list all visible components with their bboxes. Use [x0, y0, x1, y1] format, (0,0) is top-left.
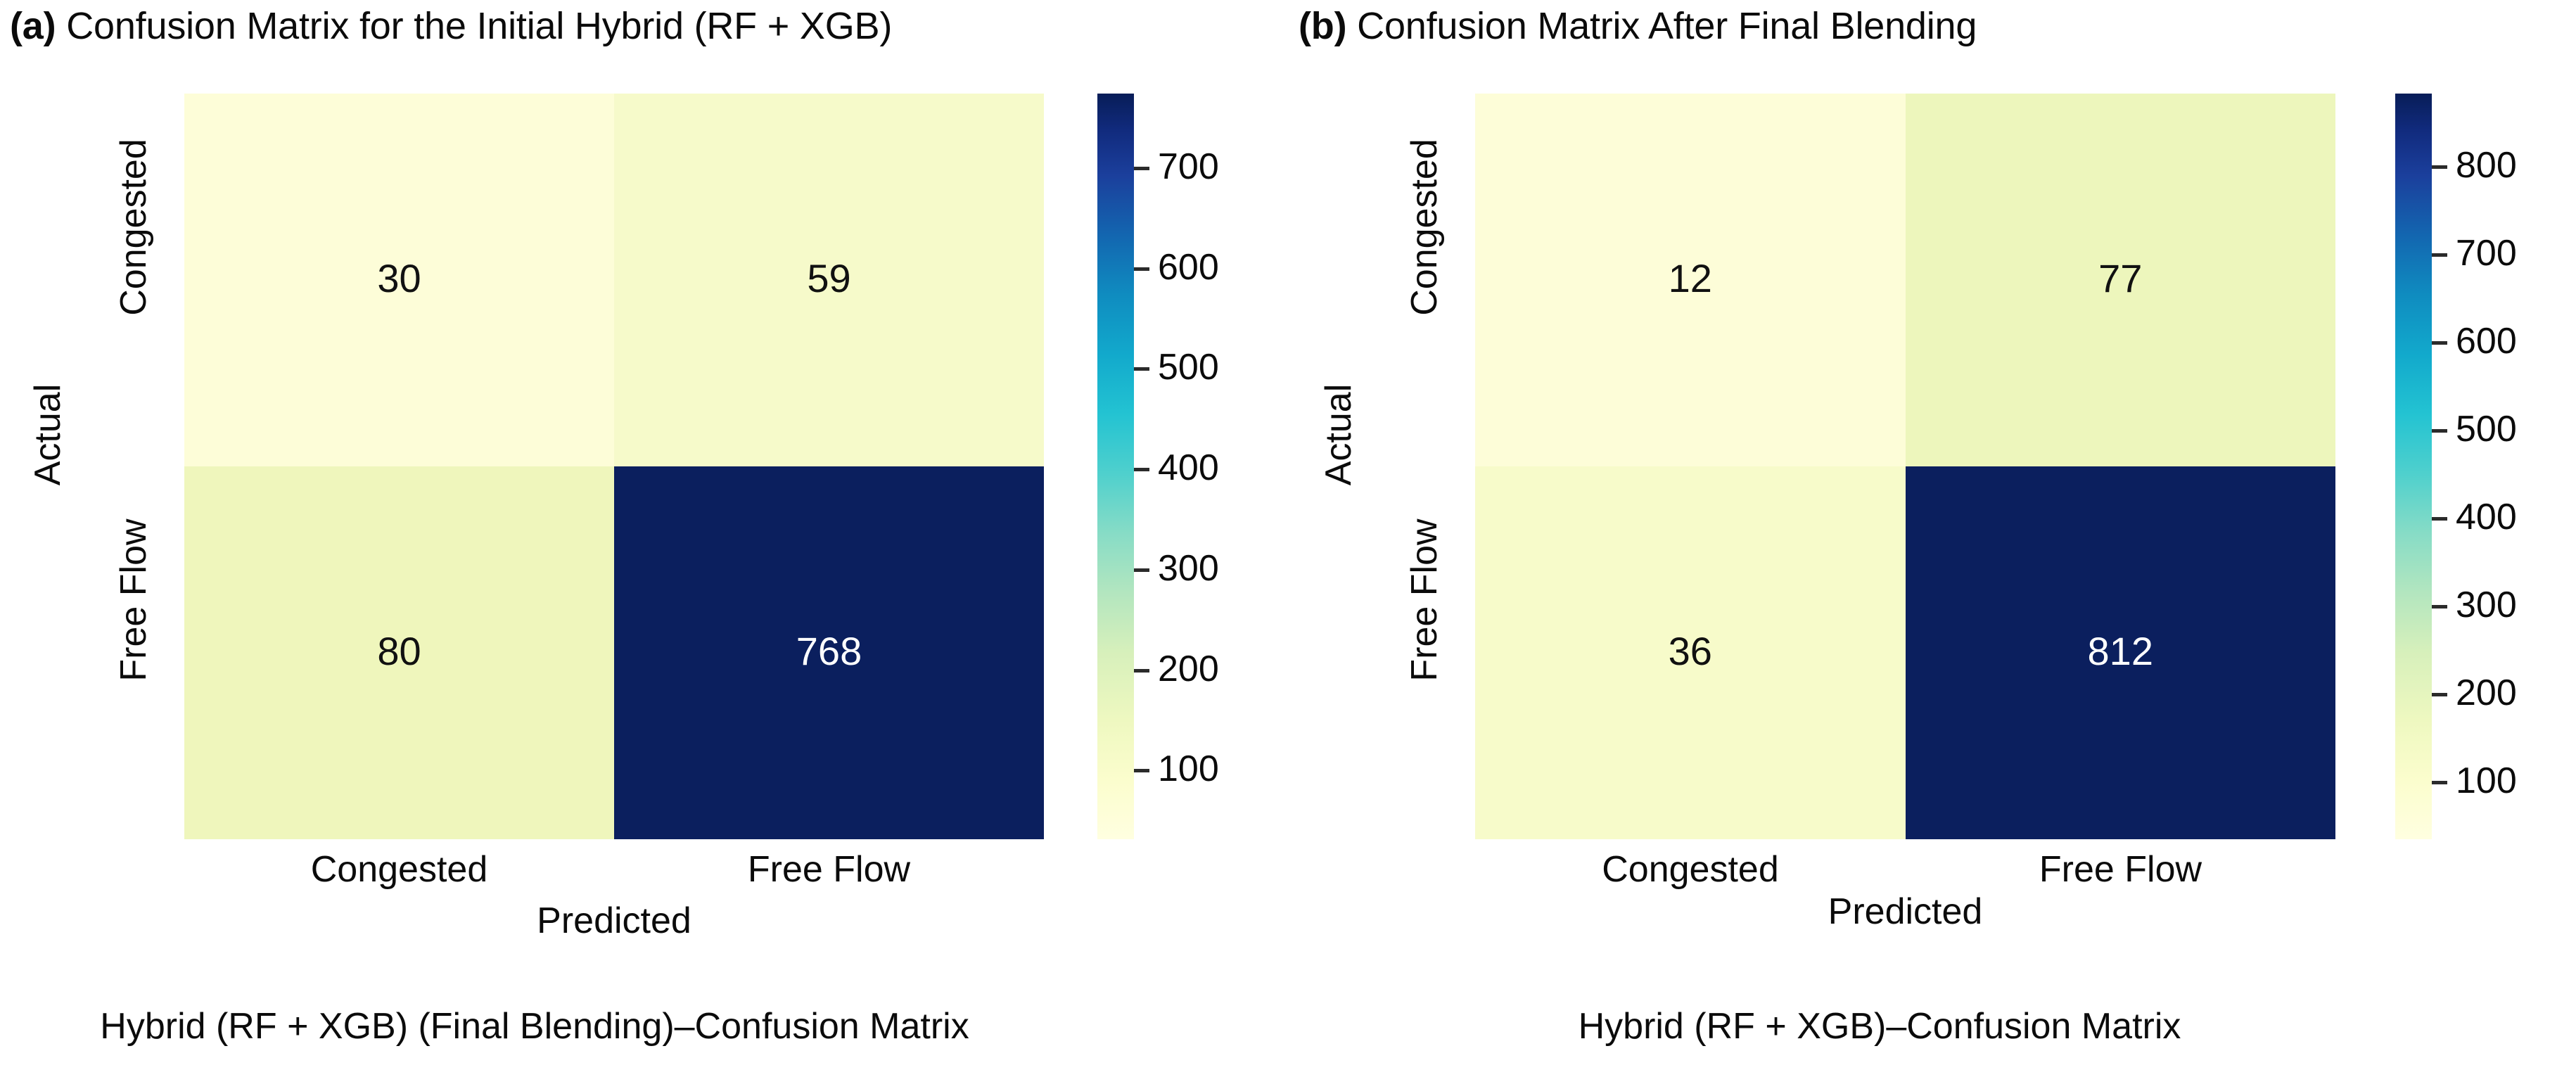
panel-b-colorbar-tick-7 [2432, 165, 2447, 169]
panel-a-colorbar-tick-0 [1134, 769, 1149, 772]
panel-a-ytick-congested: Congested [113, 139, 154, 316]
panel-a-colorbar-tick-4 [1134, 367, 1149, 371]
panel-b-colorbar-label-4: 500 [2456, 409, 2517, 450]
panel-b-colorbar-tick-4 [2432, 429, 2447, 433]
panel-a-colorbar-tick-6 [1134, 167, 1149, 170]
panel-b-y-axis-label: Actual [1318, 383, 1359, 486]
panel-a-cell-1-1-value: 768 [796, 629, 862, 673]
panel-a-colorbar-label-0: 100 [1158, 748, 1219, 789]
panel-a-colorbar-label-6: 700 [1158, 146, 1219, 187]
panel-a-colorbar-label-4: 500 [1158, 347, 1219, 388]
panel-a-colorbar-tick-1 [1134, 669, 1149, 673]
panel-b-colorbar-tick-5 [2432, 341, 2447, 345]
panel-b-colorbar-label-5: 600 [2456, 321, 2517, 362]
panel-b-cell-0-0: 12 [1475, 94, 1906, 466]
panel-b-colorbar-label-2: 300 [2456, 585, 2517, 625]
panel-b-colorbar-label-0: 100 [2456, 760, 2517, 801]
panel-a-xtick-free-flow: Free Flow [747, 849, 911, 890]
panel-a-colorbar-gradient [1097, 94, 1134, 839]
panel-b-cell-0-1: 77 [1905, 94, 2335, 466]
panel-a-colorbar-label-5: 600 [1158, 247, 1219, 288]
panel-b-colorbar-label-1: 200 [2456, 673, 2517, 713]
panel-b-heatmap: 12 77 36 812 [1475, 94, 2335, 839]
panel-b-colorbar-tick-0 [2432, 781, 2447, 784]
panel-a-cell-1-1: 768 [614, 466, 1044, 839]
panel-b-colorbar-tick-1 [2432, 693, 2447, 696]
panel-b-x-axis-label: Predicted [1828, 891, 1983, 932]
panel-b: (b) Confusion Matrix After Final Blendin… [1289, 0, 2576, 1077]
panel-a-colorbar-tick-5 [1134, 267, 1149, 271]
panel-a-tag: (a) [10, 5, 56, 47]
panel-a-cell-0-0-value: 30 [377, 256, 421, 300]
panel-a-colorbar-tick-2 [1134, 568, 1149, 572]
panel-a-y-axis-label: Actual [27, 383, 68, 486]
panel-b-title: (b) Confusion Matrix After Final Blendin… [1299, 4, 1977, 48]
panel-a-cell-0-0: 30 [184, 94, 614, 466]
panel-a-colorbar-label-3: 400 [1158, 447, 1219, 488]
panel-a: (a) Confusion Matrix for the Initial Hyb… [0, 0, 1287, 1077]
panel-b-cell-0-1-value: 77 [2098, 256, 2143, 300]
panel-b-tag: (b) [1299, 5, 1347, 47]
panel-a-colorbar-label-2: 300 [1158, 548, 1219, 589]
panel-b-title-text: Confusion Matrix After Final Blending [1357, 5, 1977, 47]
panel-b-xtick-congested: Congested [1602, 849, 1779, 890]
panel-a-title: (a) Confusion Matrix for the Initial Hyb… [10, 4, 892, 48]
panel-b-colorbar-tick-6 [2432, 253, 2447, 257]
panel-b-cell-1-0: 36 [1475, 466, 1906, 839]
panel-a-cell-1-0: 80 [184, 466, 614, 839]
panel-a-colorbar-tick-3 [1134, 468, 1149, 471]
panel-b-colorbar-label-3: 400 [2456, 497, 2517, 537]
panel-b-caption: Hybrid (RF + XGB)–Confusion Matrix [1578, 1006, 2181, 1047]
panel-a-ytick-free-flow: Free Flow [113, 518, 154, 682]
panel-a-caption: Hybrid (RF + XGB) (Final Blending)–Confu… [100, 1006, 969, 1047]
panel-a-xtick-congested: Congested [310, 849, 488, 890]
panel-b-cell-1-0-value: 36 [1668, 629, 1712, 673]
panel-b-colorbar-label-7: 800 [2456, 145, 2517, 186]
panel-a-cell-0-1-value: 59 [807, 256, 851, 300]
panel-b-colorbar-tick-3 [2432, 517, 2447, 521]
panel-b-colorbar-tick-2 [2432, 605, 2447, 608]
panel-b-cell-1-1-value: 812 [2087, 629, 2153, 673]
panel-a-cell-0-1: 59 [614, 94, 1044, 466]
panel-b-colorbar-gradient [2395, 94, 2432, 839]
panel-a-x-axis-label: Predicted [537, 900, 691, 941]
panel-b-cell-0-0-value: 12 [1668, 256, 1712, 300]
panel-a-colorbar-label-1: 200 [1158, 649, 1219, 689]
panel-b-xtick-free-flow: Free Flow [2039, 849, 2202, 890]
panel-a-title-text: Confusion Matrix for the Initial Hybrid … [66, 5, 893, 47]
panel-b-ytick-congested: Congested [1404, 139, 1445, 316]
panel-a-cell-1-0-value: 80 [377, 629, 421, 673]
panel-b-ytick-free-flow: Free Flow [1404, 518, 1445, 682]
panel-b-colorbar-label-6: 700 [2456, 233, 2517, 274]
panel-a-heatmap: 30 59 80 768 [184, 94, 1044, 839]
panel-b-cell-1-1: 812 [1905, 466, 2335, 839]
